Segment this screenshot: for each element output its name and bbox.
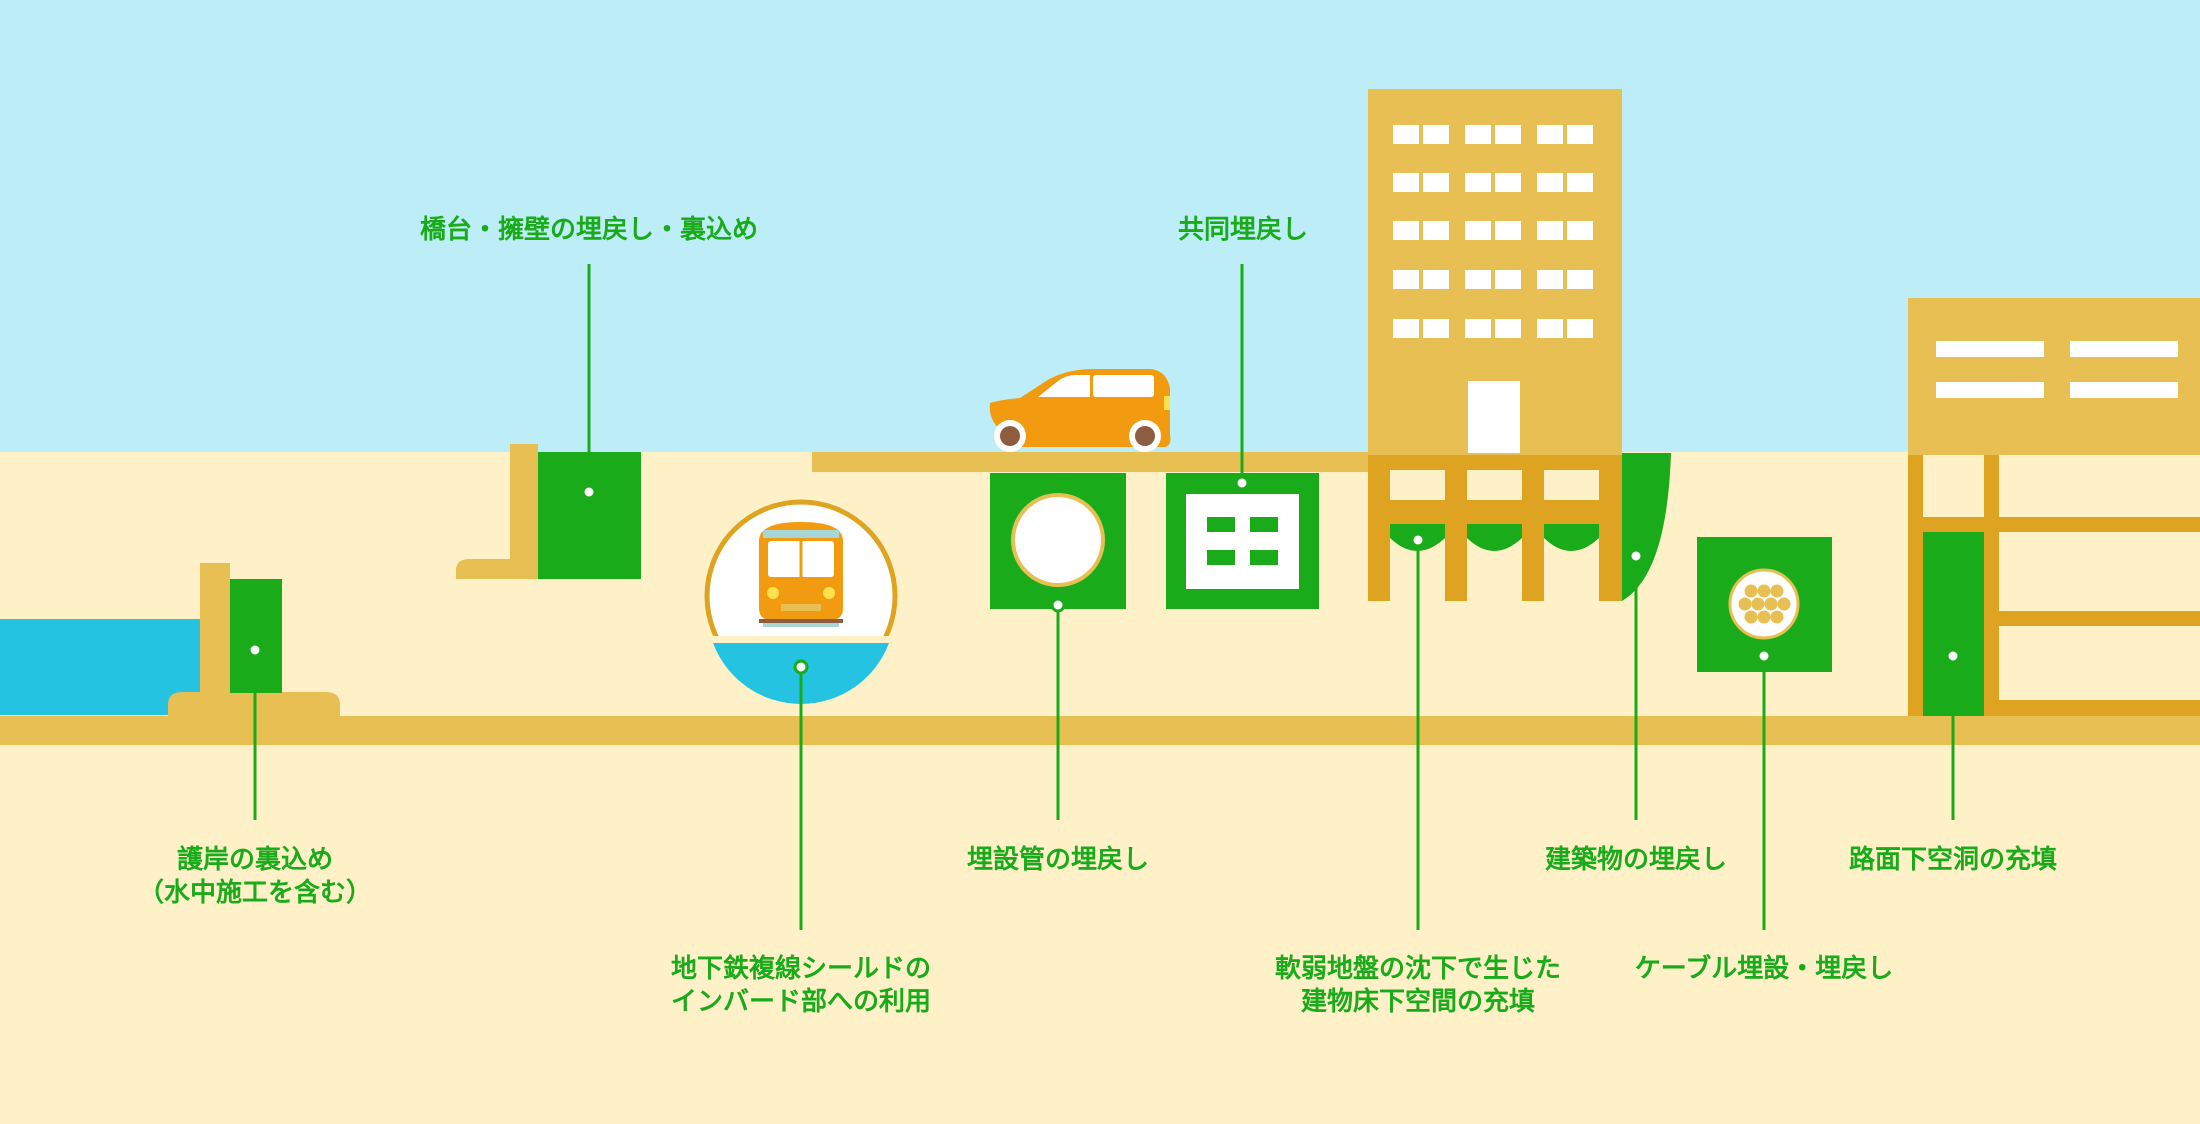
label-road-cavity: 路面下空洞の充填	[1848, 845, 2058, 875]
label-seawall: 護岸の裏込め （水中施工を含む）	[137, 845, 373, 908]
road-deck	[812, 452, 1370, 472]
base-slab	[0, 716, 2200, 745]
label-building-backfill: 建築物の埋戻し	[1544, 845, 1728, 875]
label-subway: 地下鉄複線シールドの インバード部への利用	[670, 954, 932, 1017]
label-bridge-retaining-wall: 橋台・擁壁の埋戻し・裏込め	[419, 215, 759, 245]
label-utility-tunnel: 共同埋戻し	[1177, 215, 1309, 245]
label-cable: ケーブル埋設・埋戻し	[1634, 954, 1894, 984]
label-buried-pipe: 埋設管の埋戻し	[966, 845, 1150, 875]
subway-shield-tunnel	[704, 499, 898, 704]
car-icon	[989, 369, 1171, 452]
train-icon	[759, 522, 843, 627]
tall-building	[1368, 89, 1671, 601]
cable-bundle-icon	[1738, 584, 1791, 624]
leader-lines	[247, 264, 1961, 930]
buried-pipe	[990, 473, 1126, 609]
utility-tunnel	[1166, 473, 1319, 609]
label-soft-ground: 軟弱地盤の沈下で生じた 建物床下空間の充填	[1274, 954, 1562, 1017]
